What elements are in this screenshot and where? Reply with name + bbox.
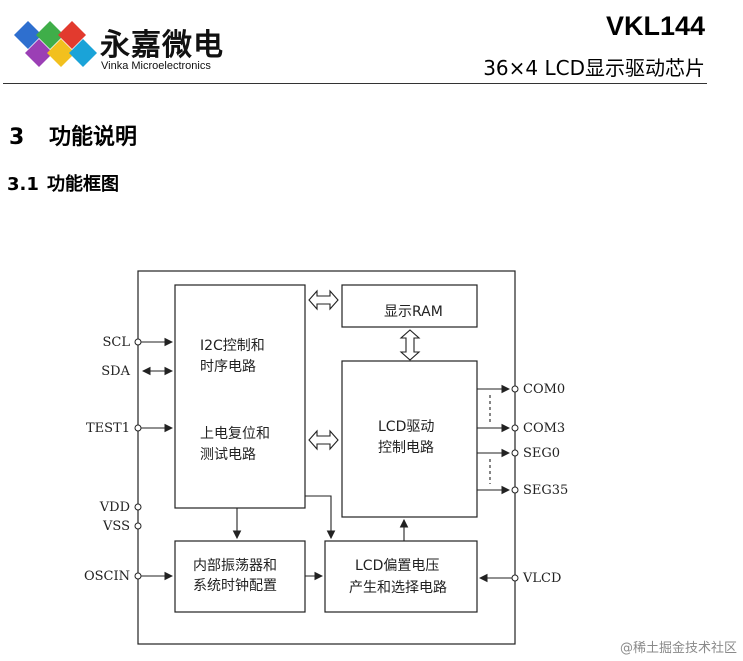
subsection-number: 3.1	[7, 174, 39, 195]
logo-diamond-green	[36, 21, 64, 49]
oscin-pin	[134, 572, 142, 580]
logo-diamond-red	[58, 21, 86, 49]
logo-diamond-purple	[25, 39, 53, 67]
seg0-label: SEG0	[523, 446, 560, 461]
com3-label: COM3	[523, 421, 565, 436]
subsection-title: 功能框图	[47, 174, 119, 195]
oscillator-block	[174, 540, 306, 613]
oscin-label: OSCIN	[84, 569, 130, 584]
i2c-block-line1: I2C控制和	[200, 338, 265, 354]
lcd-driver-line2: 控制电路	[378, 440, 434, 456]
watermark: @稀土掘金技术社区	[619, 641, 737, 656]
i2c-block-line4: 测试电路	[200, 447, 256, 463]
ram-driver-bus-arrow	[399, 329, 421, 361]
i2c-driver-bus-arrow	[308, 429, 339, 451]
logo-diamond-cyan	[69, 39, 97, 67]
com0-pin	[511, 385, 519, 393]
brand-name-cn: 永嘉微电	[100, 28, 224, 63]
logo-diamond-yellow	[47, 39, 75, 67]
logo-diamond-blue	[14, 21, 42, 49]
osc-block-line2: 系统时钟配置	[193, 577, 277, 594]
i2c-block-line3: 上电复位和	[200, 425, 270, 442]
subsection-heading: 3.1 功能框图	[7, 170, 119, 196]
test1-pin	[134, 424, 142, 432]
vdd-pin	[134, 503, 142, 511]
bias-block	[324, 540, 478, 613]
brand-name-en: Vinka Microelectronics	[101, 60, 211, 72]
vlcd-pin	[511, 574, 519, 582]
com3-pin	[511, 424, 519, 432]
seg0-pin	[511, 449, 519, 457]
ram-block-label: 显示RAM	[384, 304, 443, 320]
ram-i2c-bus-arrow	[308, 289, 339, 311]
i2c-block	[174, 284, 306, 509]
section-title: 功能说明	[49, 125, 138, 150]
vlcd-label: VLCD	[522, 571, 561, 586]
seg35-label: SEG35	[523, 483, 568, 498]
i2c-block-line2: 时序电路	[200, 359, 256, 375]
section-number: 3	[9, 125, 25, 150]
ram-block	[341, 284, 478, 328]
osc-block-line1: 内部振荡器和	[193, 558, 277, 574]
bias-block-line1: LCD偏置电压	[355, 558, 439, 574]
chip-outline	[137, 270, 516, 645]
part-description: 36×4 LCD显示驱动芯片	[483, 56, 705, 80]
section-heading: 3 功能说明	[9, 119, 137, 151]
i2c-to-bias-arrow	[305, 495, 336, 540]
header-rule	[3, 83, 707, 84]
part-number: VKL144	[605, 11, 705, 41]
vss-label: VSS	[102, 519, 130, 534]
test1-label: TEST1	[86, 421, 130, 436]
vdd-label: VDD	[99, 500, 130, 515]
scl-label: SCL	[103, 335, 131, 350]
vinka-logo	[14, 21, 97, 67]
sda-label: SDA	[101, 364, 130, 379]
scl-pin	[134, 338, 142, 346]
bias-block-line2: 产生和选择电路	[349, 580, 447, 596]
vss-pin	[134, 522, 142, 530]
seg35-pin	[511, 486, 519, 494]
lcd-driver-block	[341, 360, 478, 518]
com0-label: COM0	[523, 382, 565, 397]
lcd-driver-line1: LCD驱动	[378, 419, 434, 435]
